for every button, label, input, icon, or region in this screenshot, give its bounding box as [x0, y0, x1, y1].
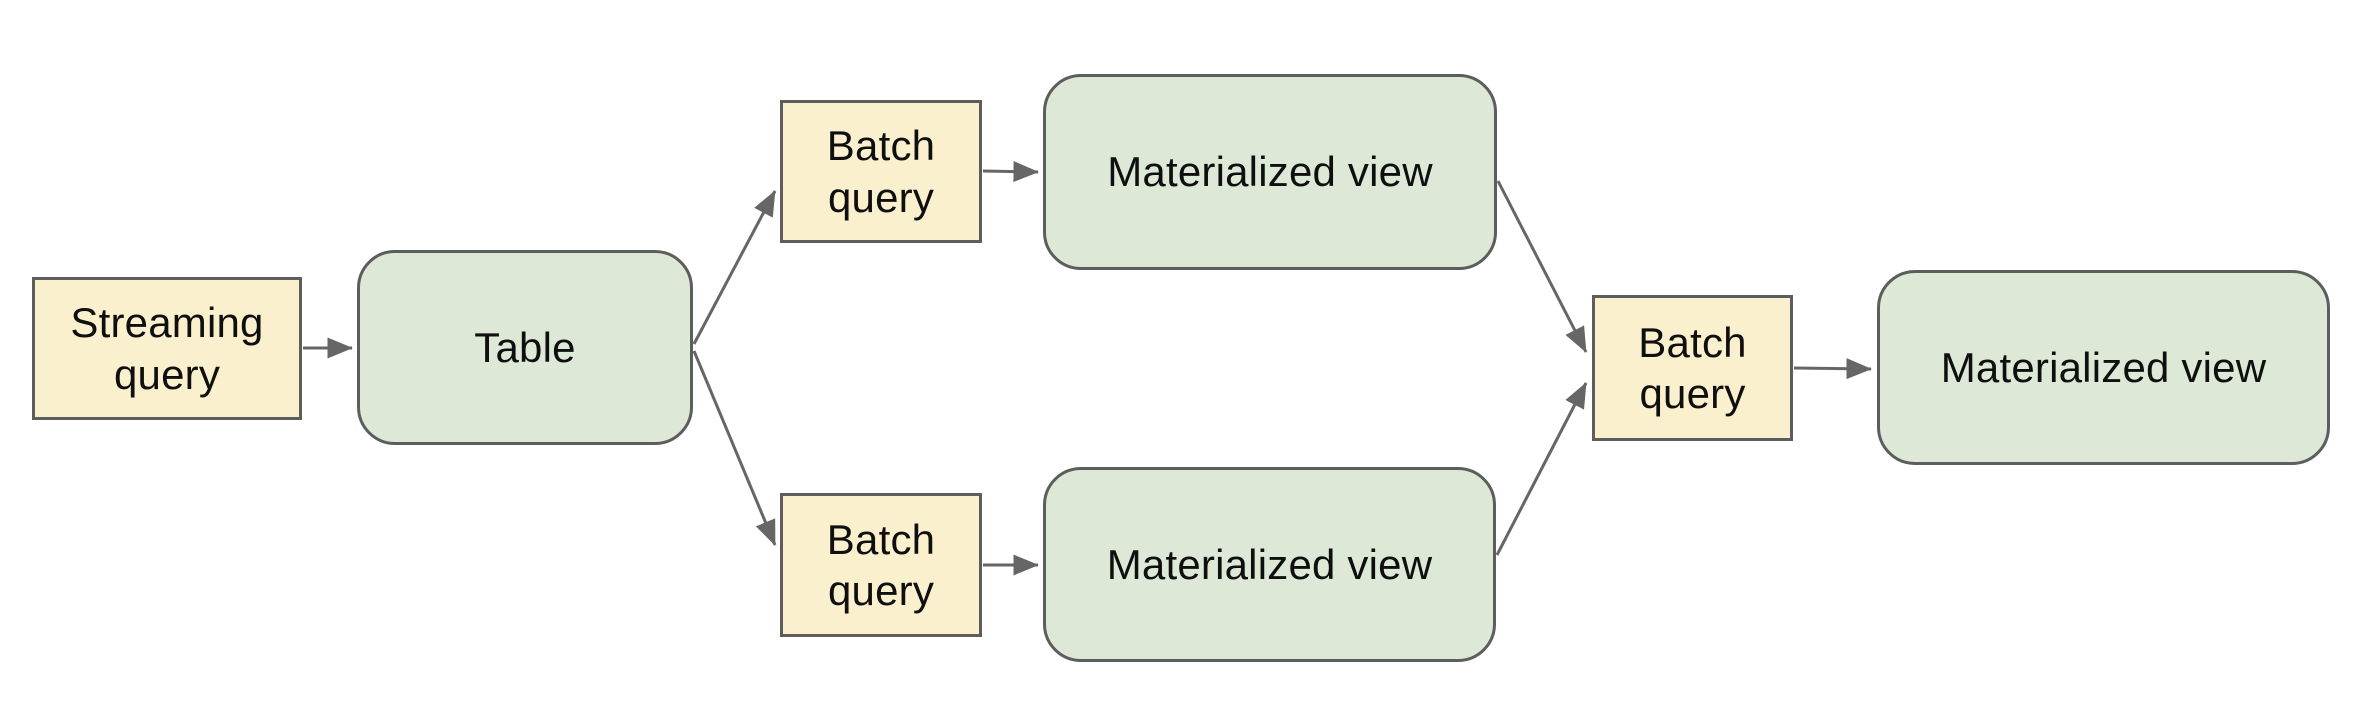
node-materialized-view-right: Materialized view [1877, 270, 2330, 465]
node-label-materialized-view-bottom: Materialized view [1106, 540, 1433, 588]
node-streaming-query: Streaming query [32, 277, 302, 420]
connector-table-to-batch-query-top [692, 190, 777, 345]
node-label-materialized-view-top: Materialized view [1107, 148, 1433, 196]
node-label-streaming-query: Streaming query [70, 299, 264, 398]
node-batch-query-bottom: Batch query [780, 493, 982, 637]
connector-materialized-view-bottom-to-batch-query-right [1495, 382, 1588, 556]
node-batch-query-right: Batch query [1592, 295, 1793, 441]
node-batch-query-top: Batch query [780, 100, 982, 243]
node-table: Table [357, 250, 693, 445]
node-label-batch-query-right: Batch query [1638, 318, 1747, 417]
node-label-batch-query-top: Batch query [826, 122, 936, 221]
node-materialized-view-top: Materialized view [1043, 74, 1497, 270]
node-label-materialized-view-right: Materialized view [1940, 343, 2267, 391]
connector-materialized-view-top-to-batch-query-right [1496, 180, 1588, 353]
connector-batch-query-right-to-materialized-view-right [1793, 358, 1872, 380]
node-label-table: Table [474, 323, 576, 371]
connector-table-to-batch-query-bottom [692, 350, 777, 546]
connector-batch-query-top-to-materialized-view-top [982, 161, 1039, 183]
node-label-batch-query-bottom: Batch query [826, 515, 936, 614]
node-materialized-view-bottom: Materialized view [1043, 467, 1496, 662]
